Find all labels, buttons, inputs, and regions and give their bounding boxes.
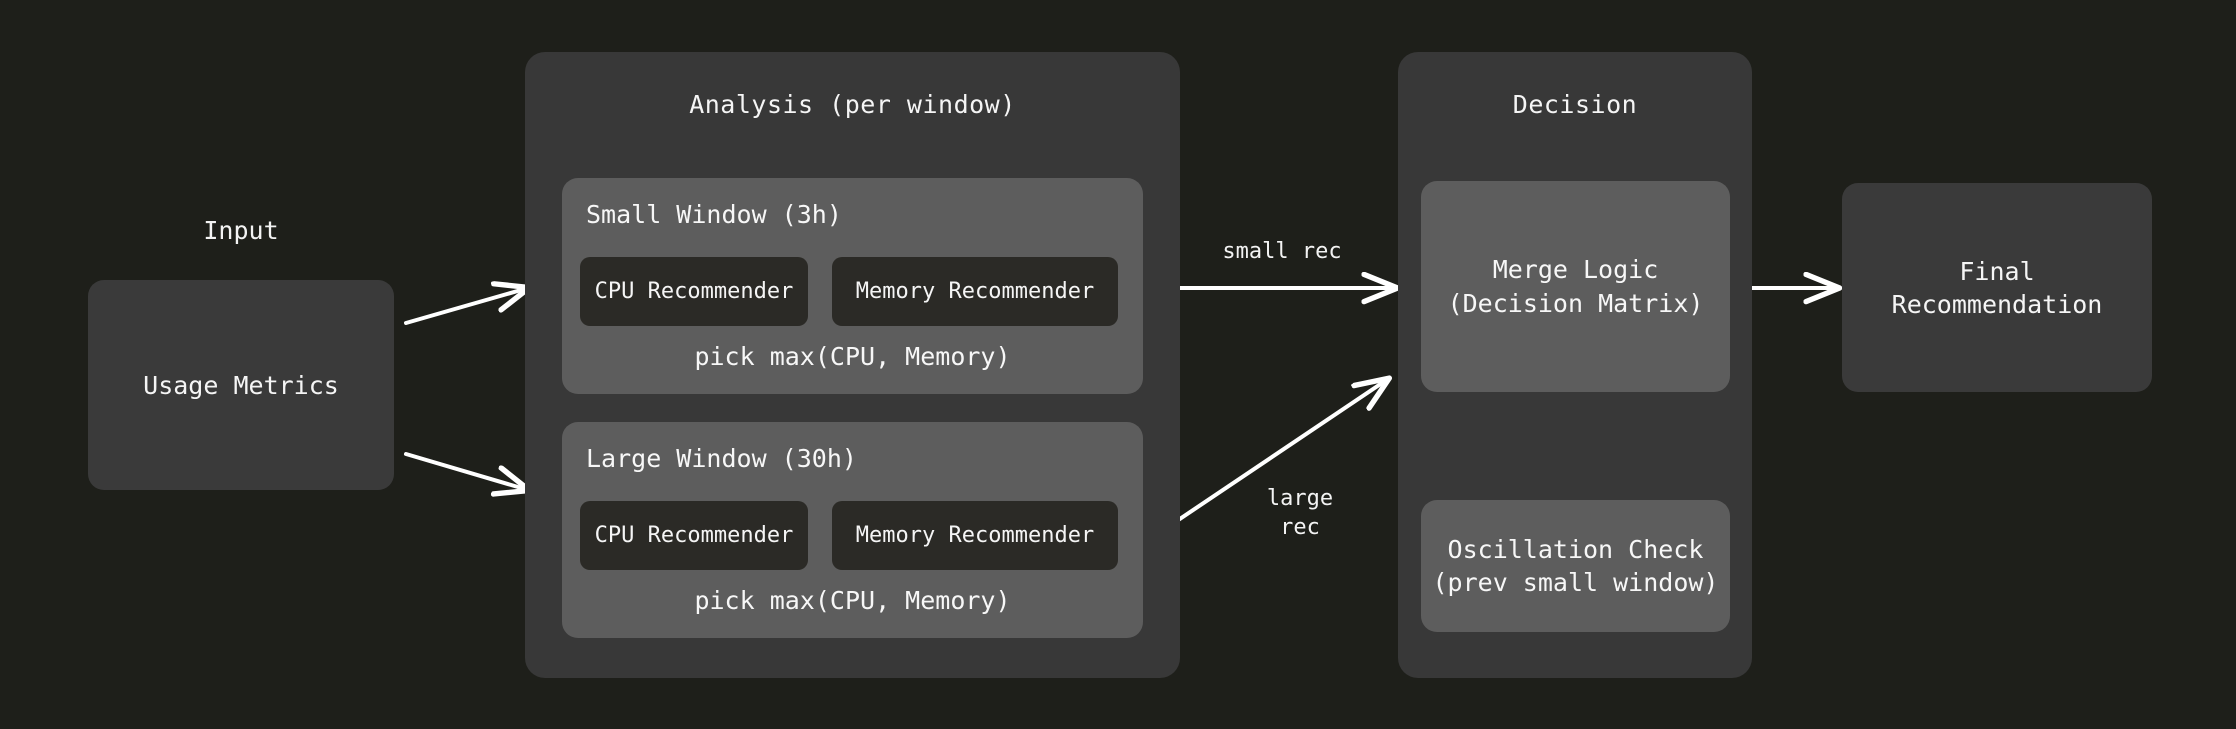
card-small-window-heading: Small Window (3h) xyxy=(586,200,842,229)
card-small-window[interactable]: Small Window (3h) CPU Recommender Memory… xyxy=(562,178,1143,394)
card-large-window-footer: pick max(CPU, Memory) xyxy=(694,586,1011,615)
chip-small-memory-recommender[interactable]: Memory Recommender xyxy=(832,257,1118,326)
card-large-window-heading: Large Window (30h) xyxy=(586,444,857,473)
edge-input-to-small-window xyxy=(404,288,528,325)
card-small-window-footer: pick max(CPU, Memory) xyxy=(694,342,1011,371)
edge-input-to-large-window xyxy=(404,452,528,490)
chip-small-cpu-recommender[interactable]: CPU Recommender xyxy=(580,257,808,326)
panel-decision-title: Decision xyxy=(1512,90,1638,119)
panel-decision: Decision Merge Logic (Decision Matrix) O… xyxy=(1398,52,1752,678)
panel-analysis: Analysis (per window) Small Window (3h) … xyxy=(525,52,1180,678)
edge-label-small-rec: small rec xyxy=(1222,239,1342,264)
edge-label-large-rec: large rec xyxy=(1266,486,1334,540)
input-section-label: Input xyxy=(203,216,279,245)
card-large-window[interactable]: Large Window (30h) CPU Recommender Memor… xyxy=(562,422,1143,638)
chip-large-cpu-recommender[interactable]: CPU Recommender xyxy=(580,501,808,570)
node-usage-metrics[interactable]: Usage Metrics xyxy=(88,280,394,490)
node-final-recommendation[interactable]: Final Recommendation xyxy=(1842,183,2152,392)
panel-analysis-title: Analysis (per window) xyxy=(689,90,1016,119)
card-oscillation-check[interactable]: Oscillation Check (prev small window) xyxy=(1421,500,1730,632)
chip-large-memory-recommender[interactable]: Memory Recommender xyxy=(832,501,1118,570)
card-merge-logic[interactable]: Merge Logic (Decision Matrix) xyxy=(1421,181,1730,392)
